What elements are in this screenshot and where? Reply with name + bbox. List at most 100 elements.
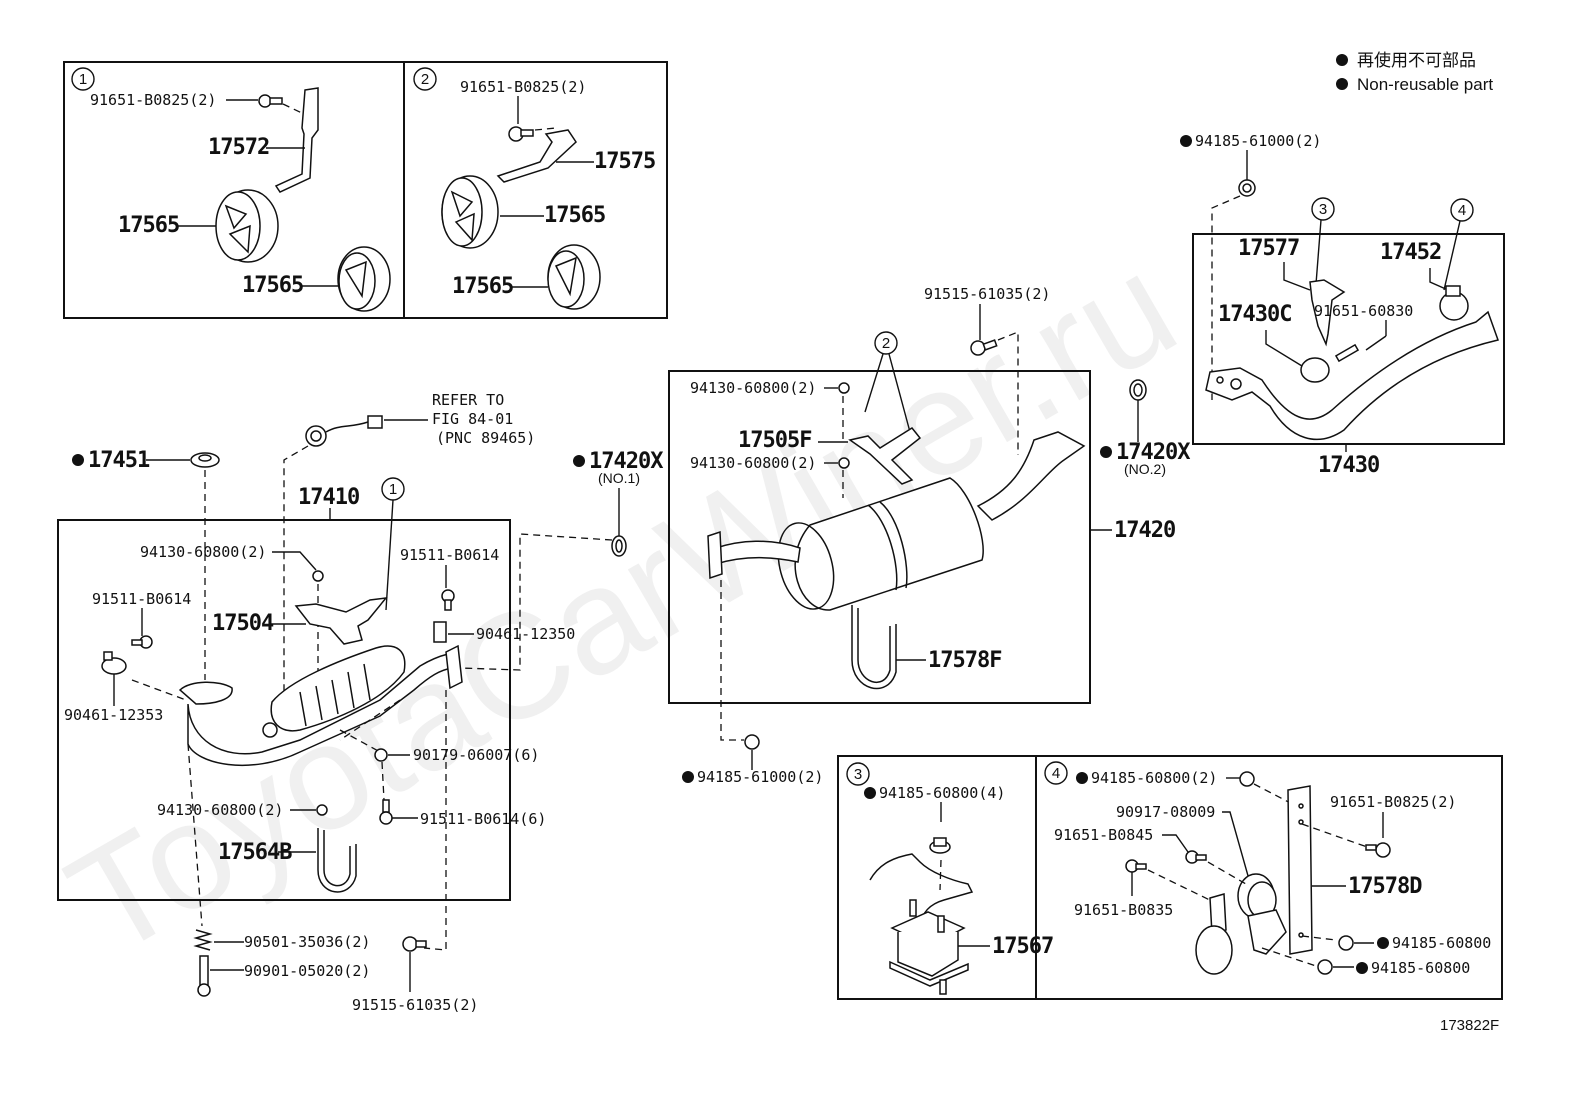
part-label: 17565 <box>452 274 513 299</box>
muffler-frame <box>668 370 1091 704</box>
part-label: 94185-60800(2) <box>1091 769 1217 787</box>
part-label: 94185-61000(2) <box>697 768 823 786</box>
bolt-icon <box>508 126 534 142</box>
part-label: 17452 <box>1380 240 1441 265</box>
nut-icon <box>929 837 951 854</box>
assembly-label: 17420 <box>1114 518 1175 543</box>
bolt-icon <box>1185 850 1207 864</box>
rubber-hanger-icon <box>547 244 601 310</box>
part-label: 17565 <box>242 273 303 298</box>
tail-pipe-group: 94185-61000(2) 17430 3 4 17577 17452 174… <box>1180 132 1505 478</box>
part-label: 91515-61035(2) <box>924 285 1050 303</box>
non-reusable-marker-icon <box>72 454 84 466</box>
nut-icon <box>312 570 324 582</box>
nut-icon <box>1238 179 1256 197</box>
sensor-reference: (PNC 89465) <box>436 429 535 447</box>
part-label: 90917-08009 <box>1116 803 1215 821</box>
part-label: 91651-60830 <box>1314 302 1413 320</box>
non-reusable-marker-icon <box>1377 937 1389 949</box>
callout-circle <box>413 67 437 91</box>
watermark: ToyotaCarWiner.ru <box>42 221 1202 988</box>
gasket-ring-icon <box>611 535 627 557</box>
callout-circle <box>846 762 870 786</box>
bracket-17575-icon <box>496 129 577 183</box>
callout-circle <box>71 67 95 91</box>
nut-icon <box>838 382 850 394</box>
callout-number: 2 <box>882 335 890 352</box>
bolt-icon <box>1125 859 1147 873</box>
part-note: (NO.1) <box>598 470 640 486</box>
inset-2: 2 91651-B0825(2) 17575 17565 17565 <box>413 67 656 310</box>
inset-1: 1 91651-B0825(2) 17572 17565 17565 <box>71 67 391 312</box>
tail-pipe-frame <box>1192 233 1505 445</box>
u-bolt-icon <box>317 828 357 893</box>
callout-circle <box>1450 198 1474 222</box>
sensor-reference: FIG 84-01 <box>432 410 513 428</box>
non-reusable-marker-icon <box>573 455 585 467</box>
nut-icon <box>1317 959 1333 975</box>
inset-number: 4 <box>1052 765 1060 782</box>
part-label: 90179-06007(6) <box>413 746 539 764</box>
inset-number: 3 <box>854 766 862 783</box>
gasket-ring-icon <box>1129 379 1147 401</box>
part-label: 90461-12353 <box>64 706 163 724</box>
pipe-clamp-icon <box>1195 893 1233 975</box>
legend-english: Non-reusable part <box>1357 75 1493 94</box>
inset-3: 3 94185-60800(4) 17567 <box>846 762 1054 995</box>
part-label: 90501-35036(2) <box>244 933 370 951</box>
bolt-icon <box>131 635 153 649</box>
part-label: 17565 <box>118 213 179 238</box>
part-label: 91651-B0825(2) <box>1330 793 1456 811</box>
part-label: 17504 <box>212 611 274 636</box>
callout-number: 1 <box>389 481 397 498</box>
figure-number: 173822F <box>1440 1017 1499 1034</box>
rubber-hanger-icon <box>441 175 499 249</box>
tail-pipe-17430-icon <box>1205 310 1499 441</box>
part-label: 17451 <box>88 448 150 473</box>
assembly-label: 17410 <box>298 485 359 510</box>
part-label: 17430C <box>1218 302 1291 327</box>
muffler-group: 91515-61035(2) 2 17420 94130-60800(2) 17… <box>668 285 1176 786</box>
part-label: 91651-B0835 <box>1074 901 1173 919</box>
part-label: 94130-60800(2) <box>157 801 283 819</box>
bracket-17578d-icon <box>1287 785 1313 955</box>
inset-3-4-frame <box>837 755 1503 1000</box>
part-label: 17578D <box>1348 874 1422 899</box>
bracket-17505f-icon <box>848 427 922 485</box>
callout-number: 3 <box>1319 201 1327 218</box>
u-bolt-icon <box>851 605 897 690</box>
part-label: 94130-60800(2) <box>140 543 266 561</box>
non-reusable-marker-icon <box>1076 772 1088 784</box>
part-label: 17578F <box>928 648 1001 673</box>
body-bracket-icon <box>869 853 974 927</box>
non-reusable-marker-icon <box>864 787 876 799</box>
rubber-hanger-icon <box>1300 357 1330 383</box>
non-reusable-marker-icon <box>1356 962 1368 974</box>
inset-4: 4 94185-60800(2) 17578D 91651-B0825(2) 9… <box>1044 761 1491 977</box>
inset-number: 1 <box>79 71 87 88</box>
nut-icon <box>838 457 850 469</box>
gasket-no1-group: 17420X (NO.1) <box>459 449 664 671</box>
bolt-icon <box>258 94 283 108</box>
non-reusable-marker-icon <box>1100 446 1112 458</box>
part-label: 91511-B0614 <box>400 546 499 564</box>
part-label: 94185-60800 <box>1371 959 1470 977</box>
part-note: (NO.2) <box>1124 461 1166 477</box>
rubber-hanger-icon <box>215 189 279 263</box>
clamp-icon <box>433 621 447 643</box>
part-label: 91511-B0614(6) <box>420 810 546 828</box>
bolt-icon <box>441 589 455 611</box>
non-reusable-marker-icon <box>1336 78 1348 90</box>
muffler-outlet-pipe-icon <box>976 431 1086 521</box>
clamp-icon <box>101 651 127 675</box>
part-label: 17565 <box>544 203 605 228</box>
inset-1-2-frame <box>63 61 668 319</box>
part-label: 94130-60800(2) <box>690 454 816 472</box>
rubber-damper-icon <box>1237 873 1287 955</box>
rubber-mount-17567-icon <box>889 899 969 995</box>
non-reusable-marker-icon <box>1336 54 1348 66</box>
gasket-icon <box>190 452 220 468</box>
legend: 再使用不可部品 Non-reusable part <box>1336 50 1493 94</box>
nut-icon <box>316 804 328 816</box>
assembly-label: 17430 <box>1318 453 1379 478</box>
